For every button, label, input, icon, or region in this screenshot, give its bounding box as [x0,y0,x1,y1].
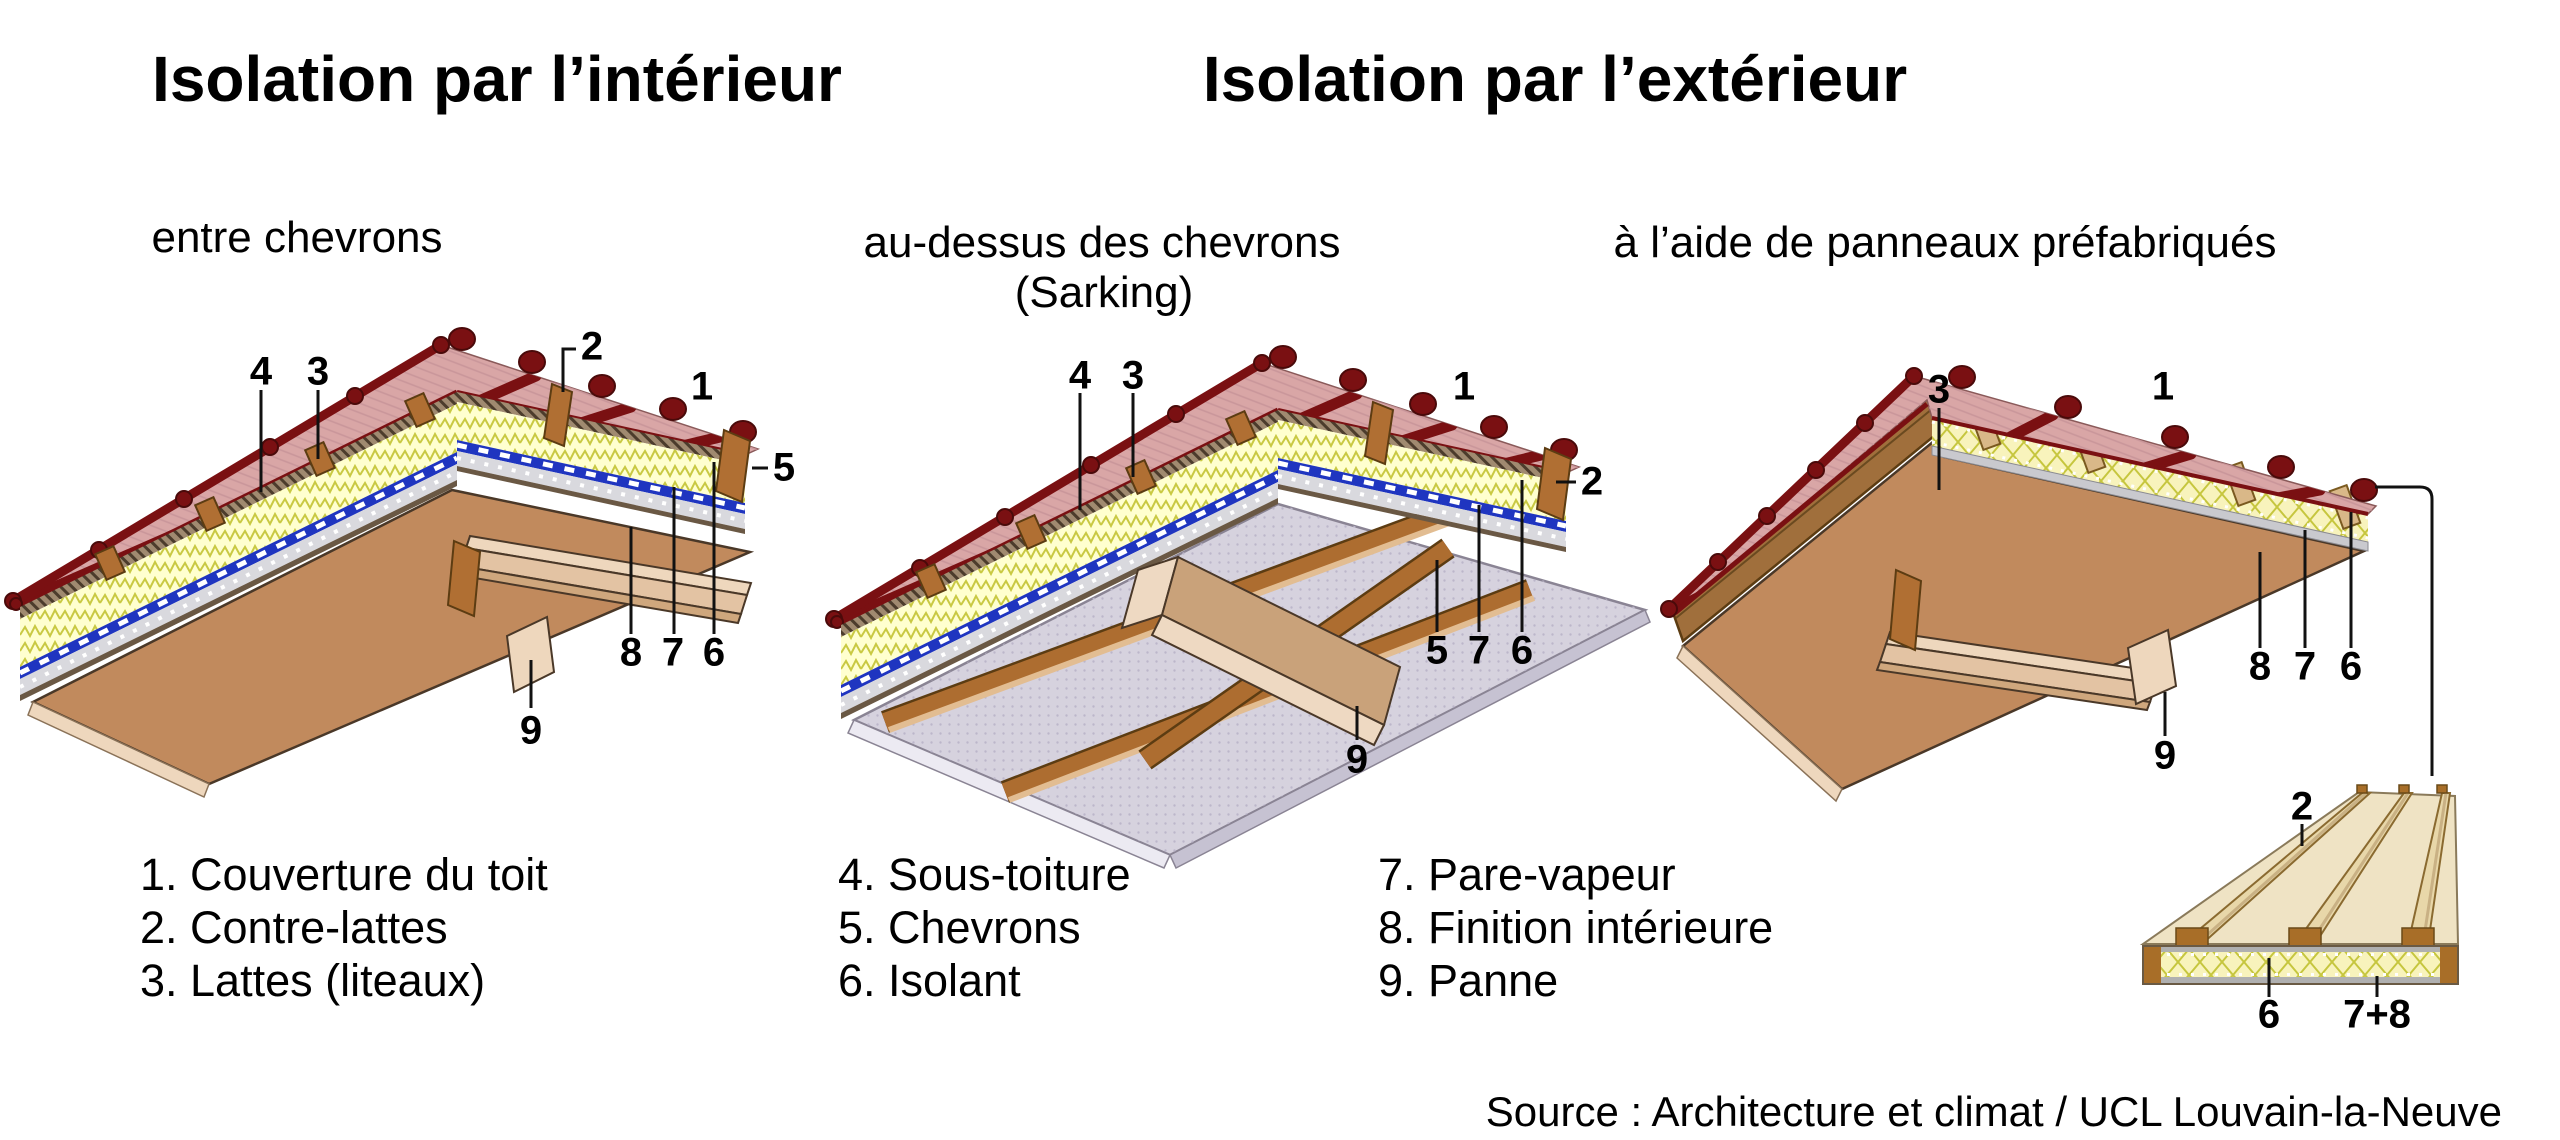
purlin-beam [1120,555,1402,747]
legend-item-8: 8. Finition intérieure [1378,902,1774,953]
legend-item-2: 2. Contre-lattes [140,902,448,953]
callout-d1-9: 9 [519,708,543,753]
legend-item-9: 9. Panne [1378,955,1559,1006]
purlin-beam-notch [455,534,753,694]
purlin-beam-end-d3 [2126,628,2178,706]
callout-d3-3: 3 [1927,367,1951,412]
leader-lines-d1 [259,347,768,708]
title-interior: Isolation par l’intérieur [152,43,842,115]
callout-d1-4: 4 [249,349,273,394]
callout-d1-5: 5 [772,445,796,490]
legend-item-5: 5. Chevrons [838,902,1081,953]
detail-front-face [2142,945,2459,985]
leader-lines-d2 [1078,393,1576,740]
detail-batten-blocks [2175,784,2448,947]
prefab-panel-detail [2139,784,2460,997]
leader-lines-detail [2267,824,2379,997]
diagram-entre-chevrons [5,328,768,799]
legend-item-6: 6. Isolant [838,955,1021,1006]
callout-d2-7: 7 [1467,628,1491,673]
callout-d1-2: 2 [580,324,604,369]
callout-d2-5: 5 [1425,628,1449,673]
callout-d3-1: 1 [2151,364,2175,409]
callout-d1-3: 3 [306,349,330,394]
callout-d2-2: 2 [1580,459,1604,504]
subtitle-sarking-line1: au-dessus des chevrons [863,218,1341,267]
callout-d1-7: 7 [661,630,685,675]
title-exterior: Isolation par l’extérieur [1202,43,1908,115]
callout-d1-8: 8 [619,630,643,675]
callout-d1-6: 6 [702,630,726,675]
vapor-layer-line-d3 [1931,445,2369,552]
leader-lines-d3 [1937,408,2434,776]
legend-item-7: 7. Pare-vapeur [1378,849,1676,900]
legend-column-1: 1. Couverture du toit 2. Contre-lattes 3… [140,848,548,1007]
callout-d2-9: 9 [1345,737,1369,782]
prefab-panel-edge [1676,644,1843,803]
legend-item-3: 3. Lattes (liteaux) [140,955,486,1006]
legend-column-2: 4. Sous-toiture 5. Chevrons 6. Isolant [838,848,1131,1007]
callout-d3-6: 6 [2339,644,2363,689]
callout-d2-3: 3 [1121,353,1145,398]
legend-column-3: 7. Pare-vapeur 8. Finition intérieure 9.… [1378,848,1773,1007]
callout-detail-7-8: 7+8 [2343,992,2411,1037]
callout-d3-7: 7 [2293,644,2317,689]
diagram-sarking [826,346,1651,870]
subtitle-sarking-line2: (Sarking) [1014,268,1194,317]
chevron-post-d3 [1888,568,1923,652]
diagram-panneaux-prefabriques [1660,365,2434,803]
subtitle-panneaux: à l’aide de panneaux préfabriqués [1613,218,2277,267]
ridge-cap-d3 [1664,371,1919,614]
legend-item-4: 4. Sous-toiture [838,849,1131,900]
purlin-beam-end [505,615,556,694]
callout-d3-9: 9 [2153,733,2177,778]
legend-item-1: 1. Couverture du toit [140,849,548,900]
callout-d2-6: 6 [1510,628,1534,673]
purlin-beam-notch-d3 [1875,628,2178,712]
detail-connector-line [2375,485,2434,776]
callout-d1-1: 1 [690,364,714,409]
tile-end-bumps-d3 [1948,365,2378,502]
callout-detail-6: 6 [2257,992,2281,1037]
ridge-knobs-d3 [1660,367,1923,618]
source-credit: Source : Architecture et climat / UCL Lo… [1485,1088,2502,1135]
callout-detail-2: 2 [2290,784,2314,829]
chevron-post [446,539,482,618]
callout-d2-4: 4 [1068,353,1092,398]
subtitle-entre-chevrons: entre chevrons [151,213,443,262]
callout-d2-1: 1 [1452,364,1476,409]
callout-d3-8: 8 [2248,644,2272,689]
panel-edge [27,700,210,799]
